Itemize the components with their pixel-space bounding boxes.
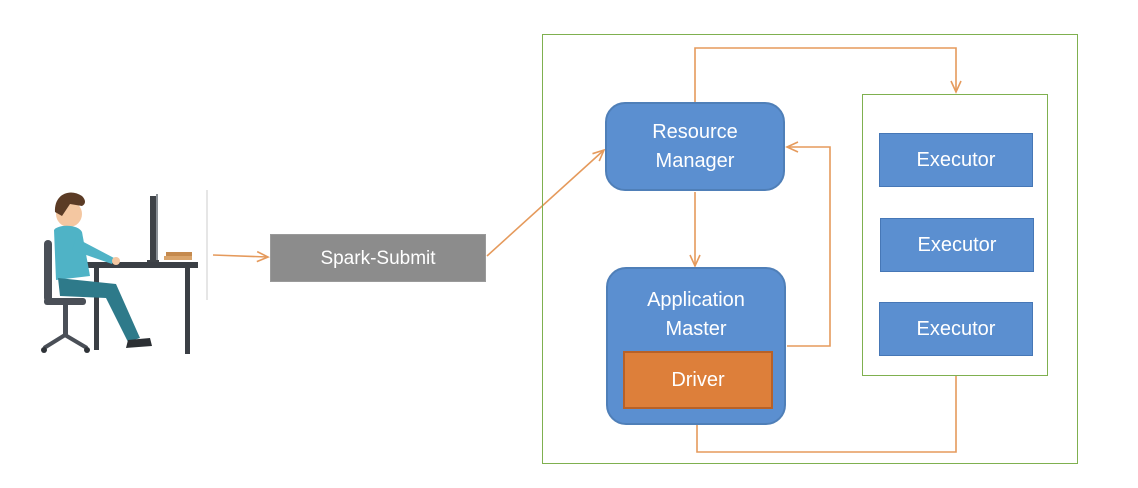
arrow-resource-manager-to-executors xyxy=(694,47,962,102)
spark-submit-label: Spark-Submit xyxy=(320,247,436,269)
resource-manager-label-line2: Manager xyxy=(655,149,735,172)
executor-box: Executor xyxy=(880,218,1034,272)
arrow-application-master-to-resource-manager xyxy=(785,141,831,347)
executor-label: Executor xyxy=(917,233,997,256)
arrow-user-to-spark-submit xyxy=(212,250,270,263)
executor-label: Executor xyxy=(916,317,996,340)
executor-container xyxy=(862,94,1048,376)
cluster-boundary xyxy=(542,34,1078,464)
executor-box: Executor xyxy=(879,302,1033,356)
driver-label: Driver xyxy=(671,368,725,391)
application-master-label-line1: Application xyxy=(647,289,745,311)
resource-manager-box: Resource Manager xyxy=(605,102,785,191)
application-master-label: Application Master xyxy=(608,286,784,344)
resource-manager-label-line1: Resource xyxy=(652,120,738,143)
executor-box: Executor xyxy=(879,133,1033,187)
arrow-spark-submit-to-resource-manager xyxy=(486,148,606,257)
person-at-desk-computer-icon xyxy=(41,190,208,354)
application-master-label-line2: Master xyxy=(665,318,727,340)
driver-box: Driver xyxy=(623,351,773,409)
spark-submit-box: Spark-Submit xyxy=(270,234,486,282)
arrow-executors-to-driver xyxy=(691,376,957,453)
executor-label: Executor xyxy=(916,148,996,171)
